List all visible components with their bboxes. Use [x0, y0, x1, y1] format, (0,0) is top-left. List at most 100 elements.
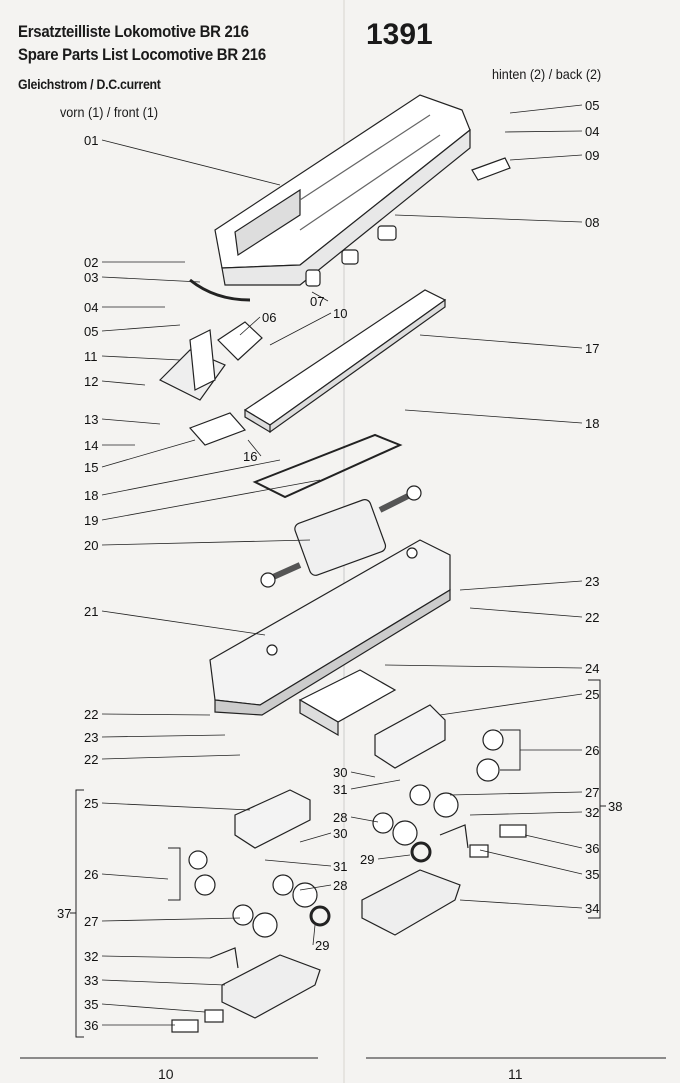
- callout-label: 27: [585, 785, 599, 800]
- leader-line: [101, 479, 321, 521]
- leader-line: [101, 324, 181, 332]
- leader-line: [350, 816, 379, 823]
- leader-line: [101, 418, 161, 425]
- title-english: Spare Parts List Locomotive BR 216: [18, 45, 266, 64]
- leader-line: [311, 291, 329, 302]
- callout-label: 37: [57, 906, 71, 921]
- leader-line: [459, 580, 583, 591]
- leader-line: [509, 104, 583, 114]
- callout-label: 26: [585, 743, 599, 758]
- leader-line: [419, 334, 583, 349]
- callout-label: 33: [84, 973, 98, 988]
- title-german: Ersatzteilliste Lokomotive BR 216: [18, 22, 249, 41]
- callout-label: 26: [84, 867, 98, 882]
- callout-label: 32: [84, 949, 98, 964]
- callout-label: 28: [333, 810, 347, 825]
- callout-label: 18: [84, 488, 98, 503]
- leader-line: [101, 873, 169, 880]
- callout-label: 01: [84, 133, 98, 148]
- callout-label: 19: [84, 513, 98, 528]
- callout-label: 10: [333, 306, 347, 321]
- callout-label: 02: [84, 255, 98, 270]
- callout-label: 38: [608, 799, 622, 814]
- callout-label: 06: [262, 310, 276, 325]
- callout-label: 36: [84, 1018, 98, 1033]
- leader-line: [264, 859, 332, 867]
- leader-line: [469, 607, 583, 618]
- leader-line: [101, 979, 226, 986]
- callout-label: 22: [84, 707, 98, 722]
- callout-label: 22: [585, 610, 599, 625]
- callout-label: 30: [333, 826, 347, 841]
- leader-line: [101, 1003, 206, 1013]
- callout-label: 05: [84, 324, 98, 339]
- current-type: Gleichstrom / D.C.current: [18, 76, 161, 92]
- callout-label: 17: [585, 341, 599, 356]
- front-label: vorn (1) / front (1): [60, 104, 159, 120]
- leader-line: [350, 771, 376, 778]
- callout-label: 23: [84, 730, 98, 745]
- leader-line: [101, 355, 181, 361]
- leader-line: [459, 899, 583, 909]
- callout-label: 04: [585, 124, 599, 139]
- callout-label: 23: [585, 574, 599, 589]
- leader-line: [101, 459, 281, 496]
- leader-line: [101, 802, 251, 811]
- callout-label: 11: [84, 349, 98, 364]
- callout-label: 32: [585, 805, 599, 820]
- leader-line: [312, 924, 316, 946]
- leader-line: [101, 380, 146, 386]
- leader-line: [404, 409, 583, 424]
- callout-label: 04: [84, 300, 98, 315]
- leader-line: [101, 276, 201, 283]
- callout-label: 27: [84, 914, 98, 929]
- leader-line: [101, 917, 241, 922]
- callout-label: 25: [84, 796, 98, 811]
- leader-line: [101, 139, 281, 186]
- callout-label: 18: [585, 416, 599, 431]
- callout-label: 20: [84, 538, 98, 553]
- callout-label: 05: [585, 98, 599, 113]
- leader-line: [350, 779, 401, 790]
- leader-line: [479, 849, 583, 875]
- part-motor: [294, 499, 387, 576]
- callout-label: 25: [585, 687, 599, 702]
- leader-line: [101, 439, 196, 468]
- callout-label: 31: [333, 859, 347, 874]
- callout-label: 30: [333, 765, 347, 780]
- leader-line: [299, 832, 332, 843]
- callout-label: 35: [84, 997, 98, 1012]
- leader-line: [384, 664, 583, 669]
- leader-line: [394, 214, 583, 223]
- callout-label: 09: [585, 148, 599, 163]
- leader-line: [509, 154, 583, 161]
- callout-label: 24: [585, 661, 599, 676]
- callout-label: 22: [84, 752, 98, 767]
- leader-line: [269, 312, 332, 346]
- callout-label: 12: [84, 374, 98, 389]
- leader-line: [101, 734, 226, 738]
- leader-line: [449, 791, 583, 796]
- callout-label: 29: [315, 938, 329, 953]
- page-number-left: 10: [158, 1066, 174, 1082]
- page-number-right: 11: [508, 1066, 523, 1082]
- callout-label: 07: [310, 294, 324, 309]
- callout-label: 34: [585, 901, 599, 916]
- callout-label: 21: [84, 604, 98, 619]
- leader-line: [239, 316, 261, 336]
- leader-line: [377, 854, 411, 860]
- leader-line: [247, 439, 262, 457]
- leader-line: [101, 754, 241, 760]
- leader-line: [504, 130, 583, 133]
- callout-label: 16: [243, 449, 257, 464]
- callout-label: 35: [585, 867, 599, 882]
- callout-label: 15: [84, 460, 98, 475]
- callout-label: 03: [84, 270, 98, 285]
- callout-label: 08: [585, 215, 599, 230]
- leader-line: [101, 610, 266, 636]
- back-label: hinten (2) / back (2): [492, 66, 602, 82]
- article-number: 1391: [366, 18, 433, 51]
- callout-label: 28: [333, 878, 347, 893]
- leader-line: [299, 884, 332, 891]
